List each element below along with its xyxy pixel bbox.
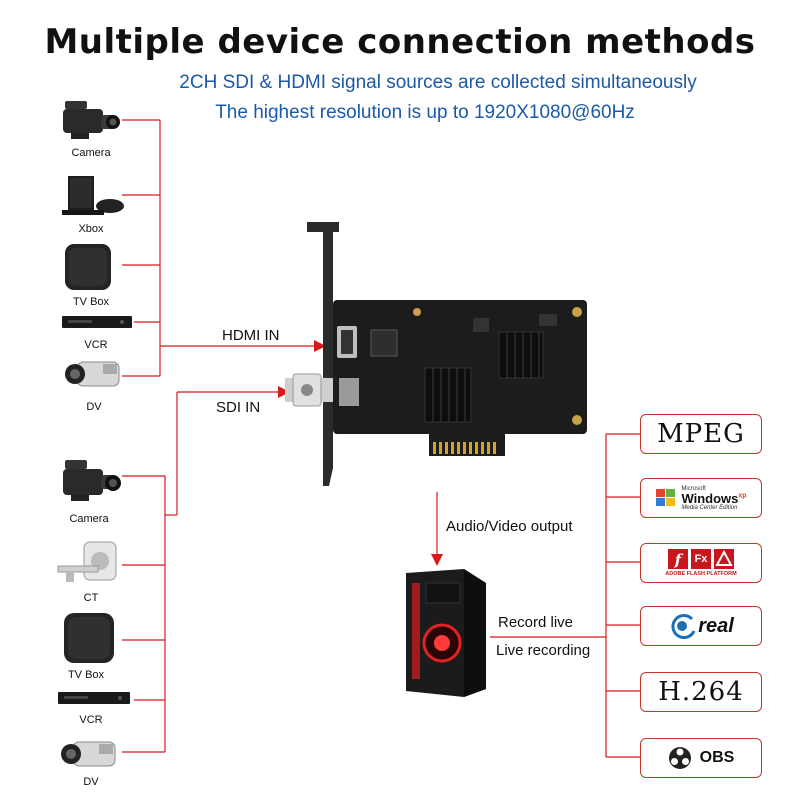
flex-fx-icon: Fx <box>691 549 711 569</box>
flash-platform-text: ADOBE FLASH PLATFORM <box>665 571 737 577</box>
h264-label: H.264 <box>658 677 744 707</box>
acrobat-icon <box>714 549 734 569</box>
windows-brand-text: Windows <box>681 490 739 506</box>
svg-text:f: f <box>674 551 684 569</box>
hdmi-device-tvbox <box>63 242 115 297</box>
hdmi-device-label-vcr: VCR <box>84 339 108 351</box>
capture-card-image <box>285 222 587 486</box>
hdmi-device-vcr <box>60 314 134 335</box>
handycam-icon <box>65 361 120 387</box>
sdi-in-label: SDI IN <box>216 399 261 416</box>
hdmi-device-xbox <box>60 172 126 223</box>
hdmi-device-label-xbox: Xbox <box>78 223 104 235</box>
format-mpeg: MPEG <box>640 414 762 454</box>
windows-xp-text: xp <box>738 492 747 500</box>
sdi-device-label-dv: DV <box>83 776 99 788</box>
format-windows-media-center: Microsoft Windowsxp Media Center Edition <box>640 478 762 518</box>
vcr-icon <box>62 316 132 328</box>
sdi-device-ct <box>56 540 120 591</box>
format-real: real <box>640 606 762 646</box>
sdi-device-label-camera: Camera <box>69 513 109 525</box>
subtitle-resolution: The highest resolution is up to 1920X108… <box>215 102 635 123</box>
format-adobe-flash: f Fx ADOBE FLASH PLATFORM <box>640 543 762 583</box>
hdmi-device-label-tvbox: TV Box <box>72 296 110 308</box>
windows-maker-text: Microsoft <box>681 485 706 492</box>
sdi-device-vcr <box>56 690 132 711</box>
flash-icon: f <box>668 549 688 569</box>
hdmi-device-label-dv: DV <box>86 401 102 413</box>
hdmi-in-label: HDMI IN <box>222 327 280 344</box>
sdi-device-tvbox <box>62 611 116 670</box>
subtitle-channels: 2CH SDI & HDMI signal sources are collec… <box>179 72 697 93</box>
windows-logo-icon <box>656 489 676 506</box>
av-output-label: Audio/Video output <box>446 518 573 535</box>
live-recording-label: Live recording <box>496 642 591 659</box>
sdi-device-label-ct: CT <box>83 592 99 604</box>
ct-scanner-icon <box>57 541 117 582</box>
obs-label: OBS <box>699 749 735 766</box>
handycam-icon <box>61 741 116 767</box>
page-title: Multiple device connection methods <box>44 22 756 62</box>
camcorder-icon <box>63 101 120 139</box>
sdi-device-label-tvbox: TV Box <box>67 669 105 681</box>
sdi-device-camera <box>55 455 125 512</box>
windows-edition-text: Media Center Edition <box>681 504 738 511</box>
record-live-label: Record live <box>498 614 574 631</box>
format-obs: OBS <box>640 738 762 778</box>
hdmi-device-camera <box>55 95 125 150</box>
mpeg-label: MPEG <box>657 419 745 449</box>
real-label: real <box>698 614 734 637</box>
obs-logo-icon <box>668 747 691 769</box>
tv-box-icon <box>64 613 114 663</box>
pc-tower-image <box>406 569 486 697</box>
hdmi-device-label-camera: Camera <box>71 147 111 159</box>
tv-box-icon <box>65 244 111 290</box>
hdmi-device-dv <box>63 354 125 401</box>
sdi-device-dv <box>59 734 121 781</box>
game-console-icon <box>62 176 124 215</box>
vcr-icon <box>58 692 130 704</box>
sdi-device-label-vcr: VCR <box>79 714 103 726</box>
real-logo-icon <box>671 614 696 639</box>
format-h264: H.264 <box>640 672 762 712</box>
camcorder-icon <box>63 460 121 501</box>
